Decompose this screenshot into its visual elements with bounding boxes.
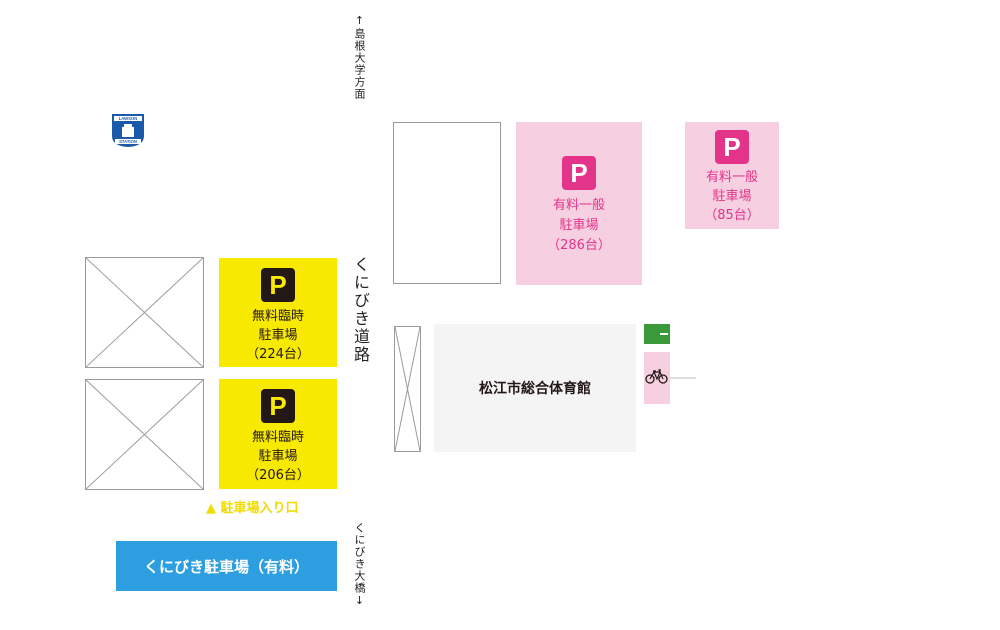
parking-label-line1: 無料臨時 xyxy=(251,309,304,324)
parking-label-line1: 無料臨時 xyxy=(251,430,304,445)
entrance-text: 駐車場入り口 xyxy=(220,501,299,516)
parking-entrance-label: ▲ 駐車場入り口 xyxy=(206,497,299,516)
parking-icon: P xyxy=(261,268,295,302)
parking-label: 無料臨時 駐車場 （224台） xyxy=(246,307,310,364)
parking-label: 有料一般 駐車場 （286台） xyxy=(547,196,611,256)
parking-icon: P xyxy=(261,389,295,423)
green-marker xyxy=(644,324,670,344)
parking-capacity: （206台） xyxy=(246,468,310,483)
direction-south: くにびき大橋↓ xyxy=(352,522,366,608)
free-parking-224[interactable]: P 無料臨時 駐車場 （224台） xyxy=(219,258,337,367)
bicycle-icon xyxy=(645,369,668,384)
matsue-general-gymnasium[interactable]: 松江市総合体育館 xyxy=(434,324,636,452)
parking-icon: P xyxy=(715,130,749,164)
building-west-upper xyxy=(85,257,204,368)
direction-north-label: 島根大学方面 xyxy=(353,28,366,100)
lawson-station-icon: LAWSON STATION xyxy=(110,112,146,148)
paid-parking-85[interactable]: P 有料一般 駐車場 （85台） xyxy=(685,122,779,229)
direction-south-label: くにびき大橋 xyxy=(353,522,366,594)
parking-label-line2: 駐車場 xyxy=(559,218,599,233)
direction-north: ↑島根大学方面 xyxy=(352,14,366,100)
building-east xyxy=(393,122,501,284)
entrance-triangle-icon: ▲ xyxy=(206,501,216,516)
parking-label-line2: 駐車場 xyxy=(258,449,298,464)
free-parking-206[interactable]: P 無料臨時 駐車場 （206台） xyxy=(219,379,337,489)
parking-label-line2: 駐車場 xyxy=(712,189,752,204)
lawson-bottom-text: STATION xyxy=(119,139,137,144)
bicycle-parking xyxy=(644,352,670,404)
parking-label-line2: 駐車場 xyxy=(258,328,298,343)
parking-label-line1: 有料一般 xyxy=(705,170,758,185)
parking-label-line1: 有料一般 xyxy=(552,198,605,213)
road-label: くにびき道路 xyxy=(351,256,370,364)
paid-parking-286[interactable]: P 有料一般 駐車場 （286台） xyxy=(516,122,642,285)
parking-capacity: （286台） xyxy=(547,238,611,253)
building-gym-annex xyxy=(394,326,421,452)
kunibiki-parking-button[interactable]: くにびき駐車場（有料） xyxy=(116,541,337,591)
parking-icon: P xyxy=(562,156,596,190)
bicycle-path-line xyxy=(670,377,696,379)
down-arrow-icon: ↓ xyxy=(353,594,366,608)
up-arrow-icon: ↑ xyxy=(353,14,366,28)
parking-capacity: （85台） xyxy=(704,208,760,223)
lawson-top-text: LAWSON xyxy=(119,116,137,121)
parking-label: 無料臨時 駐車場 （206台） xyxy=(246,428,310,485)
parking-label: 有料一般 駐車場 （85台） xyxy=(704,168,760,225)
parking-capacity: （224台） xyxy=(246,347,310,362)
building-west-lower xyxy=(85,379,204,490)
